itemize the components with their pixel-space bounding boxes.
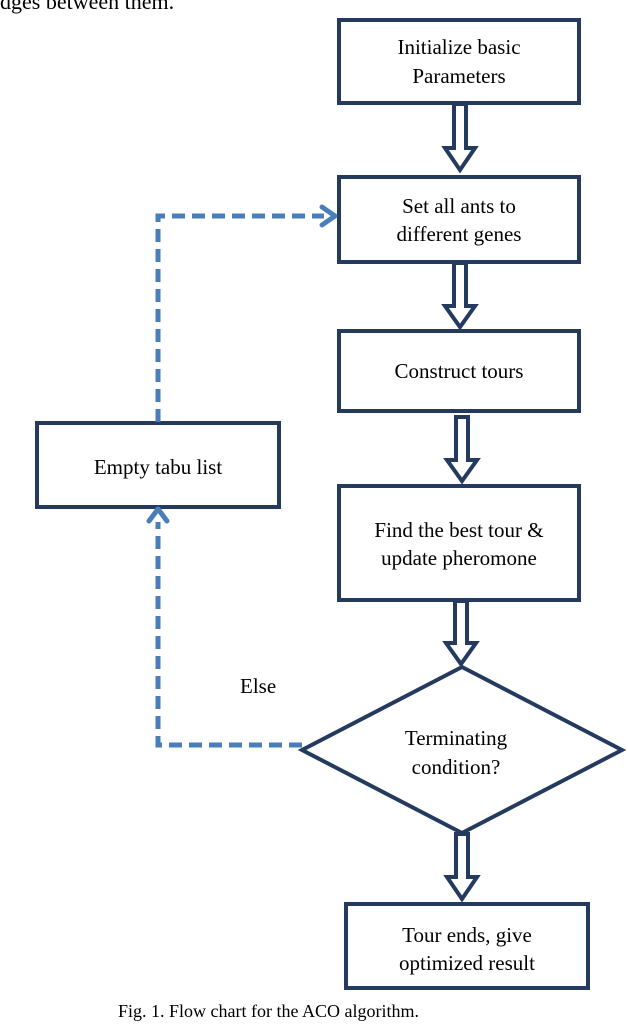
arrow-init-to-set-ants [441, 102, 479, 174]
arrow-find-best-to-terminate [442, 599, 480, 668]
node-empty-tabu: Empty tabu list [35, 421, 281, 509]
node-set-ants-line-2: different genes [397, 222, 522, 246]
node-tour-ends-line-2: optimized result [399, 951, 535, 975]
node-terminate-line-1: Terminating [405, 726, 508, 750]
node-find-best-line-1: Find the best tour & [374, 518, 543, 542]
node-construct-line-1: Construct tours [395, 359, 524, 383]
node-set-ants: Set all ants to different genes [337, 175, 581, 264]
node-init-line-1: Initialize basic [397, 35, 520, 59]
node-find-best-line-2: update pheromone [381, 546, 537, 570]
node-tour-ends: Tour ends, give optimized result [344, 902, 590, 990]
figure-caption: Fig. 1. Flow chart for the ACO algorithm… [118, 1001, 419, 1021]
node-empty-tabu-line-1: Empty tabu list [94, 455, 222, 479]
else-label: Else [240, 674, 276, 698]
node-init: Initialize basic Parameters [337, 18, 581, 105]
arrowhead-into-empty-tabu [146, 506, 170, 524]
top-cut-text: dges between them. [0, 0, 174, 14]
node-set-ants-line-1: Set all ants to [402, 194, 516, 218]
node-find-best: Find the best tour & update pheromone [337, 484, 581, 602]
arrow-set-ants-to-construct [441, 261, 479, 331]
arrow-construct-to-find-best [443, 415, 481, 485]
node-tour-ends-line-1: Tour ends, give [402, 923, 532, 947]
arrowhead-into-set-ants [319, 204, 338, 228]
node-terminate: Terminating condition? [297, 664, 627, 836]
dashed-empty-tabu-to-set-ants [155, 213, 324, 422]
node-terminate-line-2: condition? [412, 755, 501, 779]
node-init-line-2: Parameters [412, 64, 505, 88]
node-construct: Construct tours [337, 329, 581, 413]
dashed-terminate-to-empty-tabu [155, 522, 302, 748]
arrow-terminate-to-tour-ends [443, 832, 481, 903]
